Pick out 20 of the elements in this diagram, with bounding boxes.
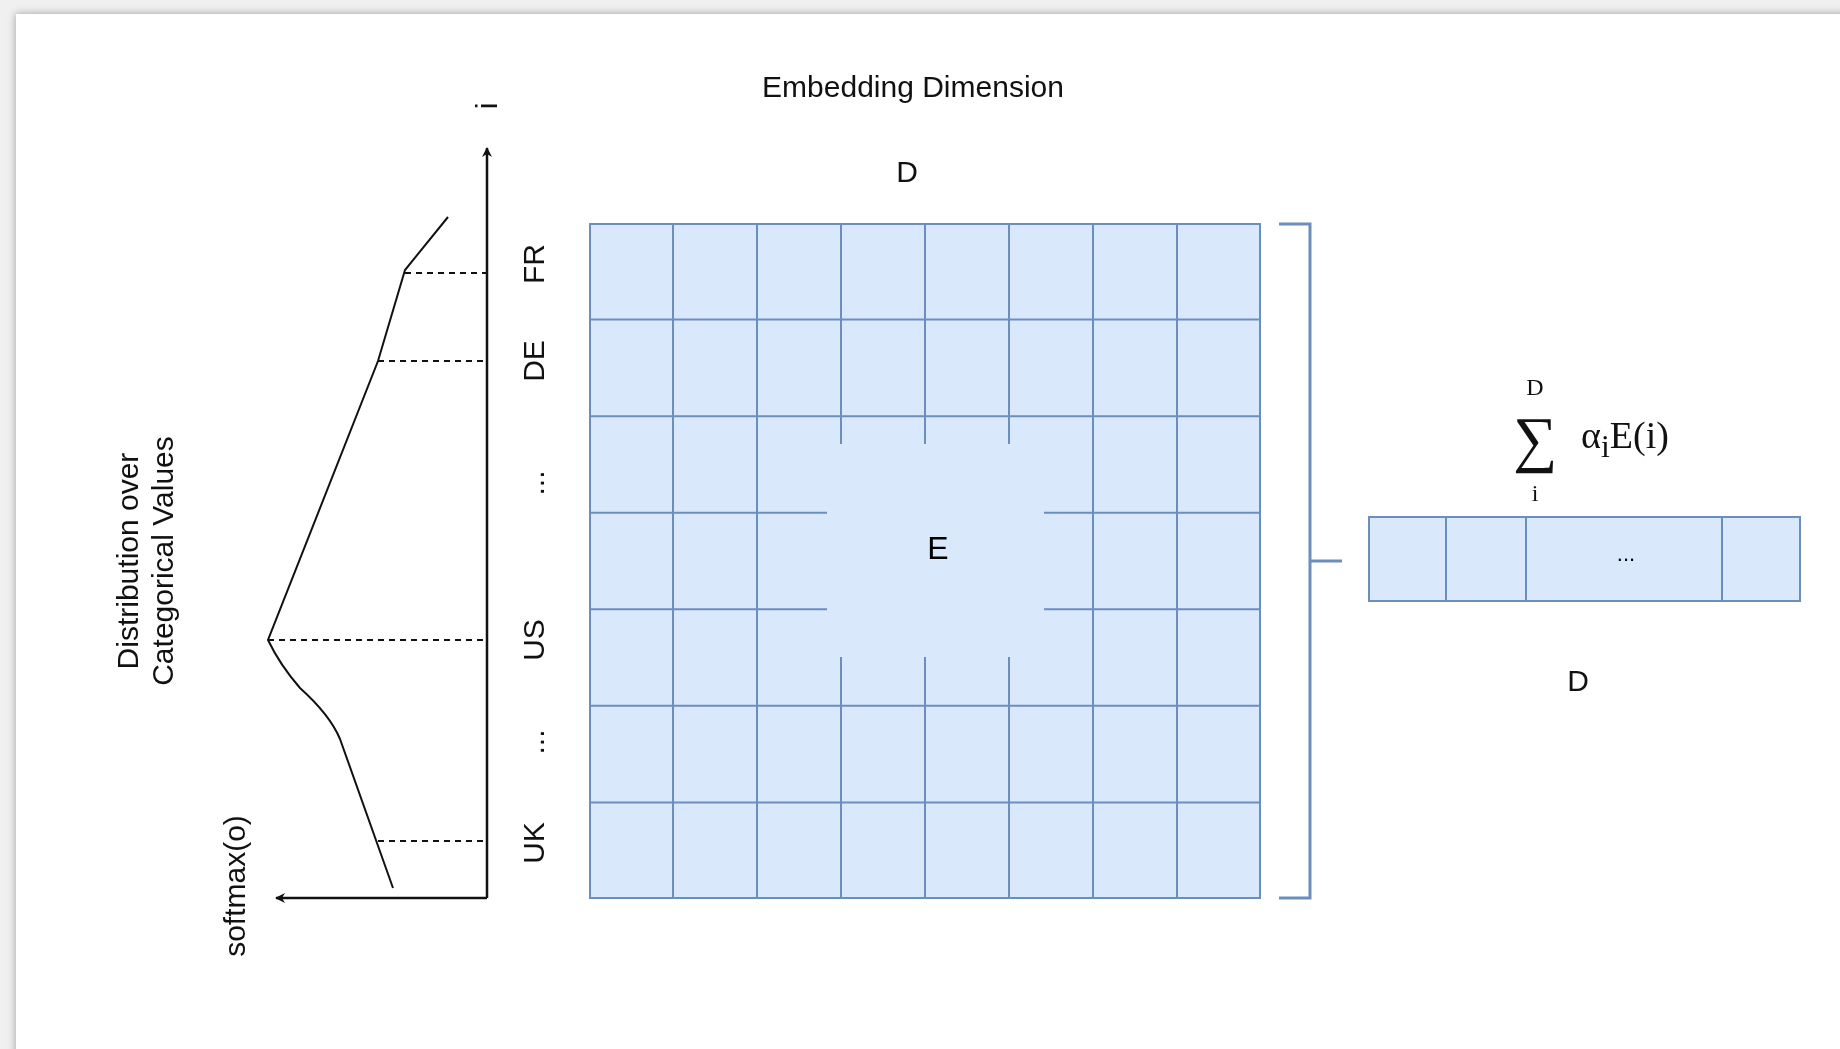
sum-symbol: ∑ xyxy=(1512,404,1558,476)
axis-label: i xyxy=(469,102,504,110)
sum-upper-limit: D xyxy=(1526,374,1544,402)
axis-label: softmax(o) xyxy=(217,815,252,957)
category-label: DE xyxy=(516,340,551,382)
category-label: FR xyxy=(516,244,551,284)
category-label: UK xyxy=(516,822,551,864)
ellipsis-text: ... xyxy=(1616,541,1636,567)
dimension-label: D xyxy=(896,154,918,190)
formula-term: α$_{i}$E(i) xyxy=(1581,414,1669,466)
dimension-label: D xyxy=(1567,663,1589,699)
ellipsis-label: ... xyxy=(516,729,551,755)
category-label: US xyxy=(516,619,551,661)
matrix-label: E xyxy=(927,529,949,567)
output-vector xyxy=(1368,516,1801,602)
embedding-matrix xyxy=(589,223,1261,899)
ellipsis-label: ... xyxy=(516,470,551,496)
axis-title: Distribution over Categorical Values xyxy=(110,435,180,688)
axis-title: Embedding Dimension xyxy=(762,69,1064,105)
sum-lower-limit: i xyxy=(1531,480,1539,508)
